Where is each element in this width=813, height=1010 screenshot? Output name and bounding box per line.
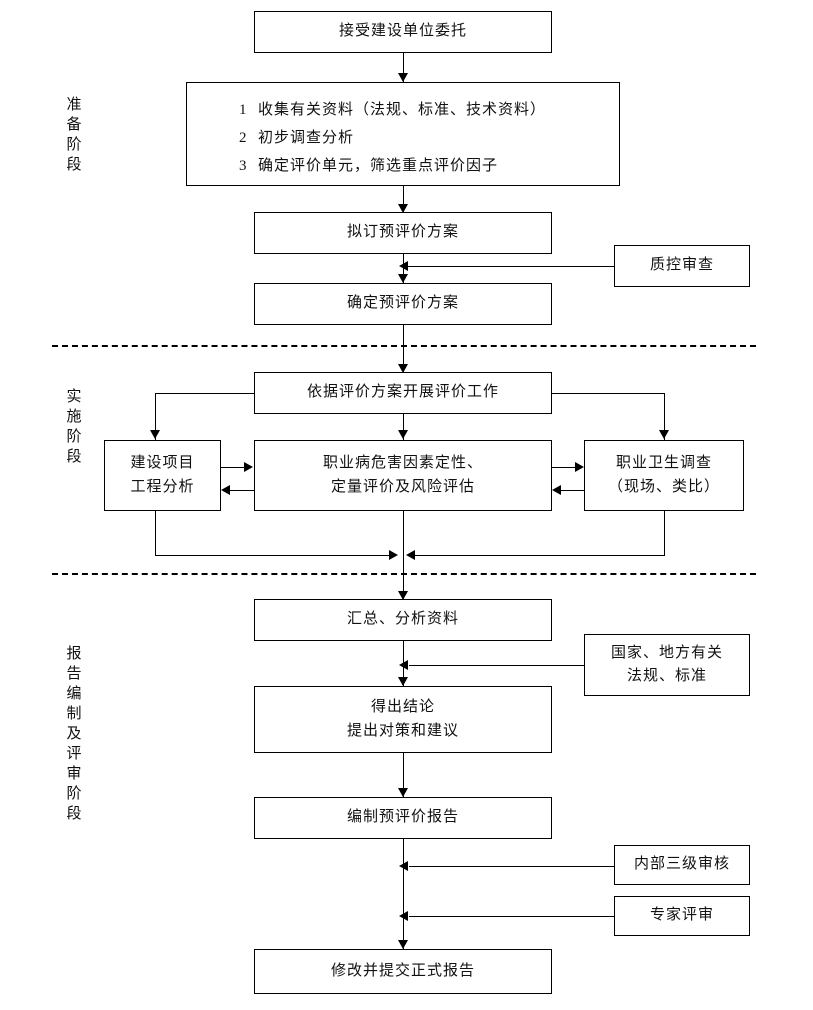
connector-expert-review-to-spine <box>409 916 614 917</box>
phase-label-report: 报告编制及评审阶段 <box>64 645 81 825</box>
arrowhead-left-icon <box>399 261 408 271</box>
node-accept-commission[interactable]: 接受建设单位委托 <box>254 11 552 53</box>
node-label-line1: 建设项目 <box>130 455 195 472</box>
arrowhead-down-icon <box>398 430 408 439</box>
arrowhead-left-icon <box>399 660 408 670</box>
task-row: 3 确定评价单元，筛选重点评价因子 <box>239 153 619 181</box>
node-conclusions[interactable]: 得出结论 提出对策和建议 <box>254 686 552 753</box>
arrowhead-left-icon <box>221 485 230 495</box>
connector-project-down <box>155 511 156 555</box>
task-number: 3 <box>239 157 248 174</box>
arrowhead-down-icon <box>398 788 408 797</box>
connector-laws-to-spine <box>409 665 584 666</box>
connector-survey-merge <box>414 555 665 556</box>
node-label: 拟订预评价方案 <box>346 224 459 241</box>
node-expert-review[interactable]: 专家评审 <box>614 896 750 936</box>
node-label-line2: 定量评价及风险评估 <box>330 478 475 495</box>
task-row: 2 初步调查分析 <box>239 125 619 153</box>
connector-tasks-to-draft <box>403 186 404 213</box>
connector-accept-to-tasks <box>403 53 404 82</box>
arrowhead-down-icon <box>659 430 669 439</box>
node-label: 汇总、分析资料 <box>346 611 459 628</box>
arrowhead-left-icon <box>552 485 561 495</box>
connector-hazard-to-survey <box>552 467 576 468</box>
node-laws-standards[interactable]: 国家、地方有关 法规、标准 <box>584 634 750 696</box>
connector-carryout-to-center <box>403 414 404 440</box>
node-label-line1: 职业病危害因素定性、 <box>322 455 483 472</box>
arrowhead-left-icon <box>399 861 408 871</box>
node-hygiene-survey[interactable]: 职业卫生调查 （现场、类比） <box>584 440 744 511</box>
node-final-report[interactable]: 修改并提交正式报告 <box>254 949 552 994</box>
node-label: 确定预评价方案 <box>346 295 459 312</box>
node-label-line2: 法规、标准 <box>626 668 707 684</box>
node-label-line2: （现场、类比） <box>607 478 720 495</box>
connector-survey-down <box>664 511 665 555</box>
node-label-line1: 得出结论 <box>370 699 435 716</box>
connector-carryout-to-right-branch <box>552 393 665 394</box>
node-label-line2: 工程分析 <box>130 478 195 495</box>
node-confirm-plan[interactable]: 确定预评价方案 <box>254 283 552 325</box>
arrowhead-down-icon <box>398 940 408 949</box>
connector-compile-to-final <box>403 839 404 949</box>
connector-right-branch-down <box>664 393 665 440</box>
task-number: 2 <box>239 129 248 146</box>
task-text: 确定评价单元，筛选重点评价因子 <box>258 157 499 174</box>
task-text: 初步调查分析 <box>258 129 355 146</box>
connector-hazard-to-project <box>230 490 255 491</box>
phase-label-preparation: 准备阶段 <box>64 96 81 176</box>
arrowhead-right-icon <box>575 462 584 472</box>
task-row: 1 收集有关资料（法规、标准、技术资料） <box>239 97 619 125</box>
node-label: 质控审查 <box>649 257 714 274</box>
arrowhead-down-icon <box>150 430 160 439</box>
node-preparation-tasks[interactable]: 1 收集有关资料（法规、标准、技术资料） 2 初步调查分析 3 确定评价单元，筛选重点… <box>186 82 620 186</box>
node-carry-out-work[interactable]: 依据评价方案开展评价工作 <box>254 372 552 414</box>
arrowhead-right-icon <box>244 462 253 472</box>
node-label-line1: 国家、地方有关 <box>610 644 723 661</box>
connector-internal-review-to-spine <box>409 866 614 867</box>
arrowhead-left-icon <box>399 911 408 921</box>
node-draft-plan[interactable]: 拟订预评价方案 <box>254 212 552 254</box>
node-label-line1: 职业卫生调查 <box>615 455 712 472</box>
arrowhead-right-icon <box>389 550 398 560</box>
node-label: 内部三级审核 <box>633 856 730 873</box>
connector-hazard-to-summarize <box>403 511 404 600</box>
connector-left-branch-down <box>155 393 156 440</box>
node-label-line2: 提出对策和建议 <box>346 722 459 739</box>
node-quality-review[interactable]: 质控审查 <box>614 245 750 287</box>
arrowhead-down-icon <box>398 73 408 82</box>
arrowhead-down-icon <box>398 677 408 686</box>
node-project-engineering[interactable]: 建设项目 工程分析 <box>104 440 221 511</box>
connector-quality-review-to-spine <box>408 266 614 267</box>
arrowhead-down-icon <box>398 204 408 213</box>
node-compile-report[interactable]: 编制预评价报告 <box>254 797 552 839</box>
task-number: 1 <box>239 102 248 118</box>
arrowhead-down-icon <box>398 364 408 373</box>
node-label: 依据评价方案开展评价工作 <box>306 384 499 401</box>
phase-label-implementation: 实施阶段 <box>64 388 81 468</box>
arrowhead-down-icon <box>398 591 408 600</box>
node-label: 修改并提交正式报告 <box>330 962 475 979</box>
connector-confirm-to-carryout <box>403 325 404 373</box>
node-label: 编制预评价报告 <box>346 809 459 826</box>
connector-carryout-to-left-branch <box>155 393 255 394</box>
connector-project-to-hazard <box>221 467 245 468</box>
node-label: 接受建设单位委托 <box>338 23 467 40</box>
connector-survey-to-hazard <box>561 490 584 491</box>
node-label: 专家评审 <box>649 907 714 924</box>
node-hazard-assessment[interactable]: 职业病危害因素定性、 定量评价及风险评估 <box>254 440 552 511</box>
connector-project-merge <box>155 555 393 556</box>
node-internal-review[interactable]: 内部三级审核 <box>614 845 750 885</box>
connector-conclusions-to-compile <box>403 753 404 797</box>
arrowhead-left-icon <box>406 550 415 560</box>
section-divider-1 <box>52 345 756 347</box>
section-divider-2 <box>52 573 756 575</box>
task-text: 收集有关资料（法规、标准、技术资料） <box>258 102 547 118</box>
node-summarize-data[interactable]: 汇总、分析资料 <box>254 599 552 641</box>
arrowhead-down-icon <box>398 274 408 283</box>
